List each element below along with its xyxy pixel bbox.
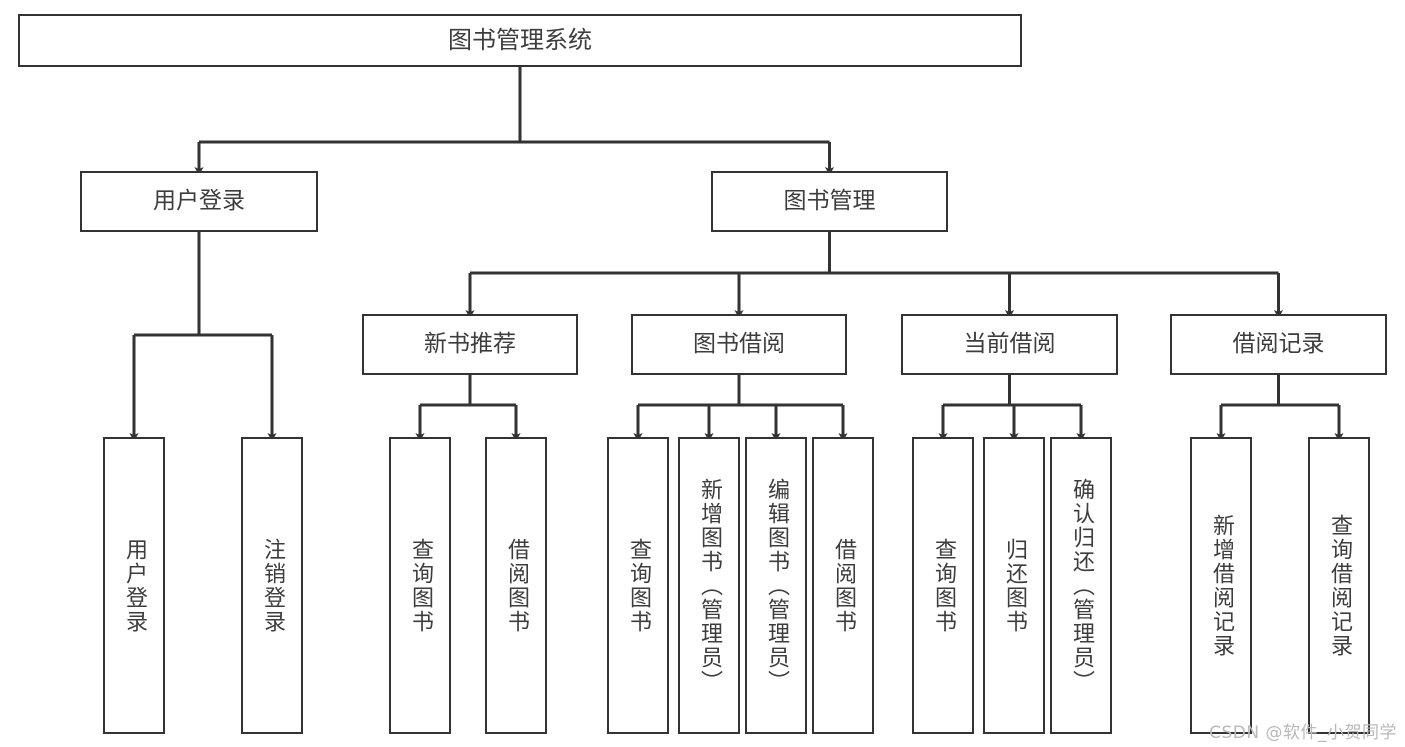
node-label: 查询图书 [931,537,956,634]
node-leaf-query-record[interactable]: 查询借阅记录 [1308,437,1370,734]
node-label: 查询借阅记录 [1327,513,1352,658]
node-label: 图书借阅 [693,330,785,357]
node-leaf-edit-book[interactable]: 编辑图书（管理员） [745,437,807,734]
node-label: 注销登录 [260,537,285,634]
node-leaf-add-book[interactable]: 新增图书（管理员） [678,437,740,734]
node-leaf-borrow-book-2[interactable]: 借阅图书 [812,437,874,734]
node-leaf-add-record[interactable]: 新增借阅记录 [1190,437,1252,734]
watermark-text: CSDN @软件_小贺同学 [1209,723,1397,743]
node-label: 查询图书 [408,537,433,634]
node-leaf-query-book-3[interactable]: 查询图书 [912,437,974,734]
node-leaf-confirm-return[interactable]: 确认归还（管理员） [1050,437,1112,734]
node-label: 编辑图书（管理员） [764,477,789,694]
node-borrow-record[interactable]: 借阅记录 [1170,314,1387,375]
node-label: 归还图书 [1002,537,1027,634]
node-root[interactable]: 图书管理系统 [18,14,1022,67]
node-leaf-query-book-2[interactable]: 查询图书 [607,437,669,734]
node-current-borrow[interactable]: 当前借阅 [901,314,1118,375]
node-label: 用户登录 [122,537,147,634]
node-label: 图书管理系统 [448,26,592,55]
node-label: 借阅图书 [504,537,529,634]
node-book-manage[interactable]: 图书管理 [711,171,948,232]
node-leaf-user-login[interactable]: 用户登录 [103,437,165,734]
node-book-borrow[interactable]: 图书借阅 [631,314,847,375]
node-user-login[interactable]: 用户登录 [80,171,318,232]
node-leaf-return-book[interactable]: 归还图书 [983,437,1045,734]
node-leaf-borrow-book-1[interactable]: 借阅图书 [485,437,547,734]
node-label: 新增图书（管理员） [697,477,722,694]
edge-group [129,67,1344,442]
node-label: 新书推荐 [424,330,516,357]
node-label: 借阅记录 [1232,330,1325,357]
node-leaf-logout[interactable]: 注销登录 [241,437,303,734]
node-label: 新增借阅记录 [1209,513,1234,658]
node-leaf-query-book-1[interactable]: 查询图书 [389,437,451,734]
node-label: 借阅图书 [831,537,856,634]
node-label: 图书管理 [783,187,876,214]
node-label: 确认归还（管理员） [1069,477,1094,694]
node-new-book-recommend[interactable]: 新书推荐 [362,314,578,375]
node-label: 当前借阅 [963,330,1056,357]
node-label: 查询图书 [626,537,651,634]
node-label: 用户登录 [153,187,245,214]
